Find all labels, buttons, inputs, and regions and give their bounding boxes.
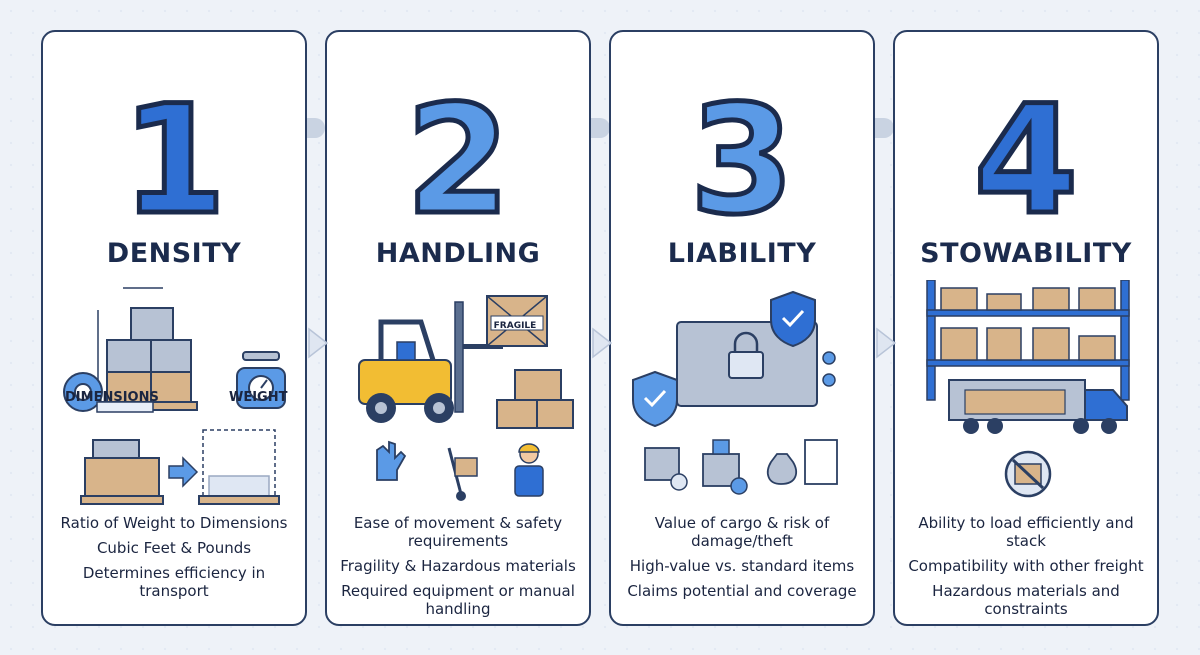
fragile-label-svg: FRAGILE <box>494 321 537 331</box>
step-number-3: 3 <box>611 72 873 222</box>
bullet-item: Required equipment or manual handling <box>341 582 575 618</box>
damaged-box-icon <box>644 447 688 491</box>
step-number-text: 4 <box>974 74 1078 222</box>
step-number-1: 1 <box>43 72 305 222</box>
weight-label: WEIGHT <box>229 390 288 405</box>
scale-icon <box>236 351 286 409</box>
density-illustration <box>53 280 295 510</box>
warehouse-shelf-icon <box>926 279 1130 401</box>
boxes-stack-icon <box>496 369 574 429</box>
step-bullets: Ability to load efficiently and stack Co… <box>907 514 1145 624</box>
bullet-item: Ratio of Weight to Dimensions <box>60 514 288 532</box>
stowability-illustration <box>905 279 1147 510</box>
locked-box-icon <box>702 439 748 495</box>
bullet-item: Value of cargo & risk of damage/theft <box>654 514 830 550</box>
bullet-item: Cubic Feet & Pounds <box>96 539 252 557</box>
truck-icon <box>948 379 1128 434</box>
shield-check-icon <box>632 370 678 428</box>
bullet-item: Compatibility with other freight <box>908 557 1144 575</box>
step-number-4: 4 <box>895 72 1157 222</box>
step-title: DENSITY <box>106 238 242 269</box>
dimensions-label: DIMENSIONS <box>65 390 159 405</box>
fragile-label: FRAGILE <box>494 321 537 331</box>
liability-illustration <box>621 280 863 510</box>
bullet-item: Determines efficiency in transport <box>82 564 266 600</box>
checklist-icon <box>822 351 836 387</box>
step-number-text: 1 <box>122 74 226 222</box>
gloves-icon <box>376 440 407 481</box>
step-title: HANDLING <box>375 238 541 269</box>
step-number-text: 2 <box>406 74 510 222</box>
no-stack-icon <box>1004 450 1052 498</box>
bullet-item: Ease of movement & safety requirements <box>353 514 563 550</box>
step-number-text: 3 <box>690 74 794 222</box>
worker-icon <box>514 443 544 497</box>
container-lock-icon <box>676 321 818 407</box>
step-bullets: Ease of movement & safety requirements F… <box>339 514 577 624</box>
shield-check-icon <box>770 290 816 348</box>
bullet-item: Hazardous materials and constraints <box>932 582 1120 618</box>
step-title: LIABILITY <box>667 238 817 269</box>
step-card-density: 1 DENSITY <box>41 30 307 626</box>
compare-boxes-icon <box>80 429 280 505</box>
step-bullets: Ratio of Weight to Dimensions Cubic Feet… <box>55 514 293 607</box>
step-number-2: 2 <box>327 72 589 222</box>
chevron-right-icon <box>876 327 897 359</box>
forklift-icon <box>358 295 548 423</box>
bullet-item: Claims potential and coverage <box>627 582 857 600</box>
step-bullets: Value of cargo & risk of damage/theft Hi… <box>623 514 861 607</box>
bullet-item: Ability to load efficiently and stack <box>918 514 1134 550</box>
tape-measure-icon <box>63 372 154 413</box>
boxes-on-pallet-icon <box>97 287 198 411</box>
bullet-item: Fragility & Hazardous materials <box>340 557 576 575</box>
hand-truck-icon <box>447 447 478 501</box>
step-card-liability: 3 LIABILITY <box>609 30 875 626</box>
bullet-item: High-value vs. standard items <box>629 557 855 575</box>
step-title: STOWABILITY <box>920 238 1132 269</box>
step-card-stowability: 4 STOWABILITY <box>893 30 1159 626</box>
money-bags-icon <box>766 439 838 485</box>
step-card-handling: 2 HANDLING <box>325 30 591 626</box>
chevron-right-icon <box>592 327 613 359</box>
handling-illustration <box>337 280 579 510</box>
chevron-right-icon <box>308 327 329 359</box>
